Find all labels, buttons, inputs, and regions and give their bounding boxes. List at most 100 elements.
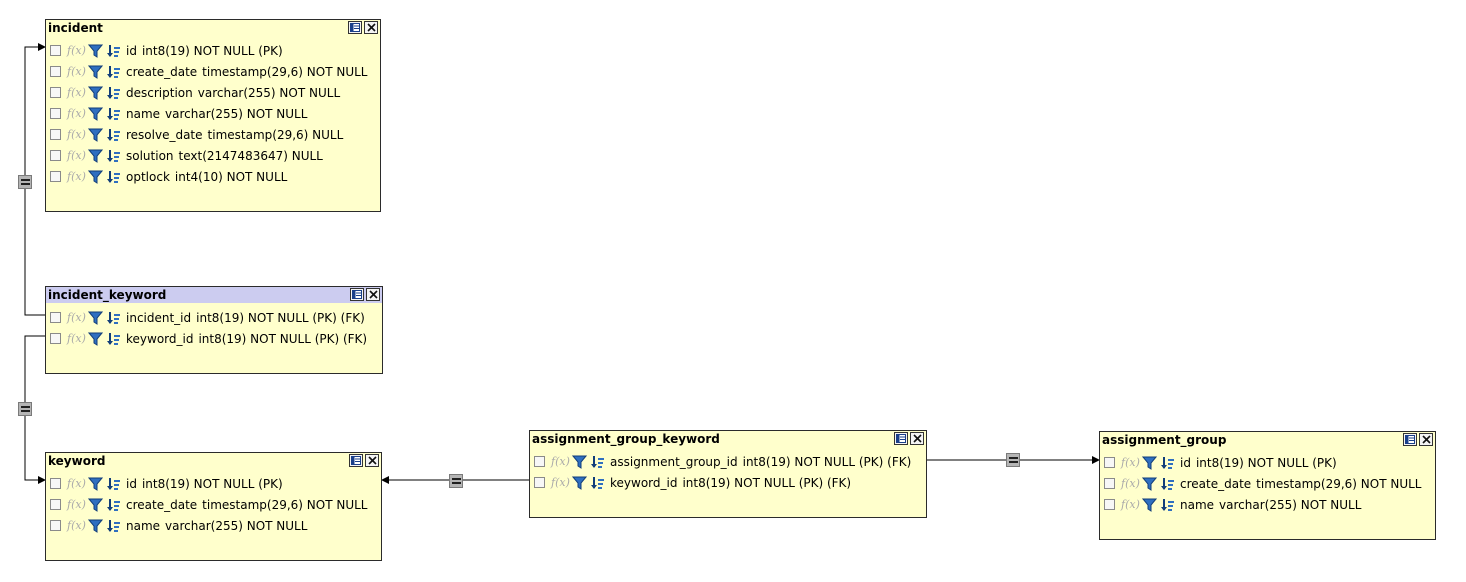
- function-icon[interactable]: f(x): [67, 44, 86, 57]
- checkbox-icon[interactable]: [50, 499, 61, 510]
- edit-table-icon[interactable]: [1403, 433, 1417, 446]
- sort-icon[interactable]: [107, 149, 120, 163]
- function-icon[interactable]: f(x): [67, 519, 86, 532]
- sort-icon[interactable]: [1161, 477, 1174, 491]
- sort-icon[interactable]: [107, 519, 120, 533]
- close-icon[interactable]: [365, 454, 379, 467]
- filter-icon[interactable]: [88, 519, 103, 533]
- edit-table-icon[interactable]: [348, 21, 362, 34]
- sort-icon[interactable]: [591, 476, 604, 490]
- sort-icon[interactable]: [1161, 498, 1174, 512]
- checkbox-icon[interactable]: [1104, 457, 1115, 468]
- checkbox-icon[interactable]: [50, 129, 61, 140]
- function-icon[interactable]: f(x): [67, 477, 86, 490]
- checkbox-icon[interactable]: [50, 87, 61, 98]
- sort-icon[interactable]: [107, 86, 120, 100]
- function-icon[interactable]: f(x): [67, 311, 86, 324]
- function-icon[interactable]: f(x): [67, 498, 86, 511]
- checkbox-icon[interactable]: [534, 477, 545, 488]
- filter-icon[interactable]: [572, 455, 587, 469]
- sort-icon[interactable]: [591, 455, 604, 469]
- checkbox-icon[interactable]: [1104, 499, 1115, 510]
- filter-icon[interactable]: [88, 311, 103, 325]
- filter-icon[interactable]: [88, 86, 103, 100]
- function-icon[interactable]: f(x): [67, 149, 86, 162]
- edit-table-icon[interactable]: [894, 432, 908, 445]
- close-icon[interactable]: [364, 21, 378, 34]
- sort-icon[interactable]: [107, 332, 120, 346]
- checkbox-icon[interactable]: [50, 66, 61, 77]
- function-icon[interactable]: f(x): [67, 128, 86, 141]
- function-icon[interactable]: f(x): [67, 170, 86, 183]
- sort-icon[interactable]: [107, 311, 120, 325]
- close-icon[interactable]: [910, 432, 924, 445]
- function-icon[interactable]: f(x): [67, 107, 86, 120]
- filter-icon[interactable]: [88, 332, 103, 346]
- filter-icon[interactable]: [88, 107, 103, 121]
- function-icon[interactable]: f(x): [551, 476, 570, 489]
- filter-icon[interactable]: [88, 65, 103, 79]
- checkbox-icon[interactable]: [50, 45, 61, 56]
- checkbox-icon[interactable]: [50, 520, 61, 531]
- filter-icon[interactable]: [88, 170, 103, 184]
- filter-icon[interactable]: [88, 44, 103, 58]
- checkbox-icon[interactable]: [50, 171, 61, 182]
- filter-icon[interactable]: [88, 477, 103, 491]
- function-icon[interactable]: f(x): [67, 65, 86, 78]
- close-icon[interactable]: [366, 288, 380, 301]
- checkbox-icon[interactable]: [50, 312, 61, 323]
- sort-icon[interactable]: [107, 498, 120, 512]
- checkbox-icon[interactable]: [50, 478, 61, 489]
- checkbox-icon[interactable]: [50, 333, 61, 344]
- filter-icon[interactable]: [88, 149, 103, 163]
- filter-icon[interactable]: [1142, 498, 1157, 512]
- filter-icon[interactable]: [1142, 477, 1157, 491]
- checkbox-icon[interactable]: [1104, 478, 1115, 489]
- relation-marker-keyword[interactable]: [18, 402, 32, 416]
- relation-marker-agk-assignment-group[interactable]: [1006, 453, 1020, 467]
- function-icon[interactable]: f(x): [551, 455, 570, 468]
- sort-icon[interactable]: [107, 477, 120, 491]
- filter-icon[interactable]: [1142, 456, 1157, 470]
- function-icon[interactable]: f(x): [1121, 477, 1140, 490]
- edit-table-icon[interactable]: [349, 454, 363, 467]
- sort-icon[interactable]: [107, 65, 120, 79]
- sort-icon[interactable]: [107, 128, 120, 142]
- filter-icon[interactable]: [88, 128, 103, 142]
- sort-icon[interactable]: [107, 44, 120, 58]
- sort-icon[interactable]: [107, 170, 120, 184]
- function-icon[interactable]: f(x): [67, 332, 86, 345]
- relation-marker-incident[interactable]: [18, 175, 32, 189]
- sort-icon[interactable]: [1161, 456, 1174, 470]
- filter-icon[interactable]: [88, 498, 103, 512]
- relation-marker-agk-keyword[interactable]: [449, 474, 463, 488]
- filter-icon[interactable]: [572, 476, 587, 490]
- function-icon[interactable]: f(x): [67, 86, 86, 99]
- close-icon[interactable]: [1419, 433, 1433, 446]
- function-icon[interactable]: f(x): [1121, 456, 1140, 469]
- checkbox-icon[interactable]: [50, 150, 61, 161]
- sort-icon[interactable]: [107, 107, 120, 121]
